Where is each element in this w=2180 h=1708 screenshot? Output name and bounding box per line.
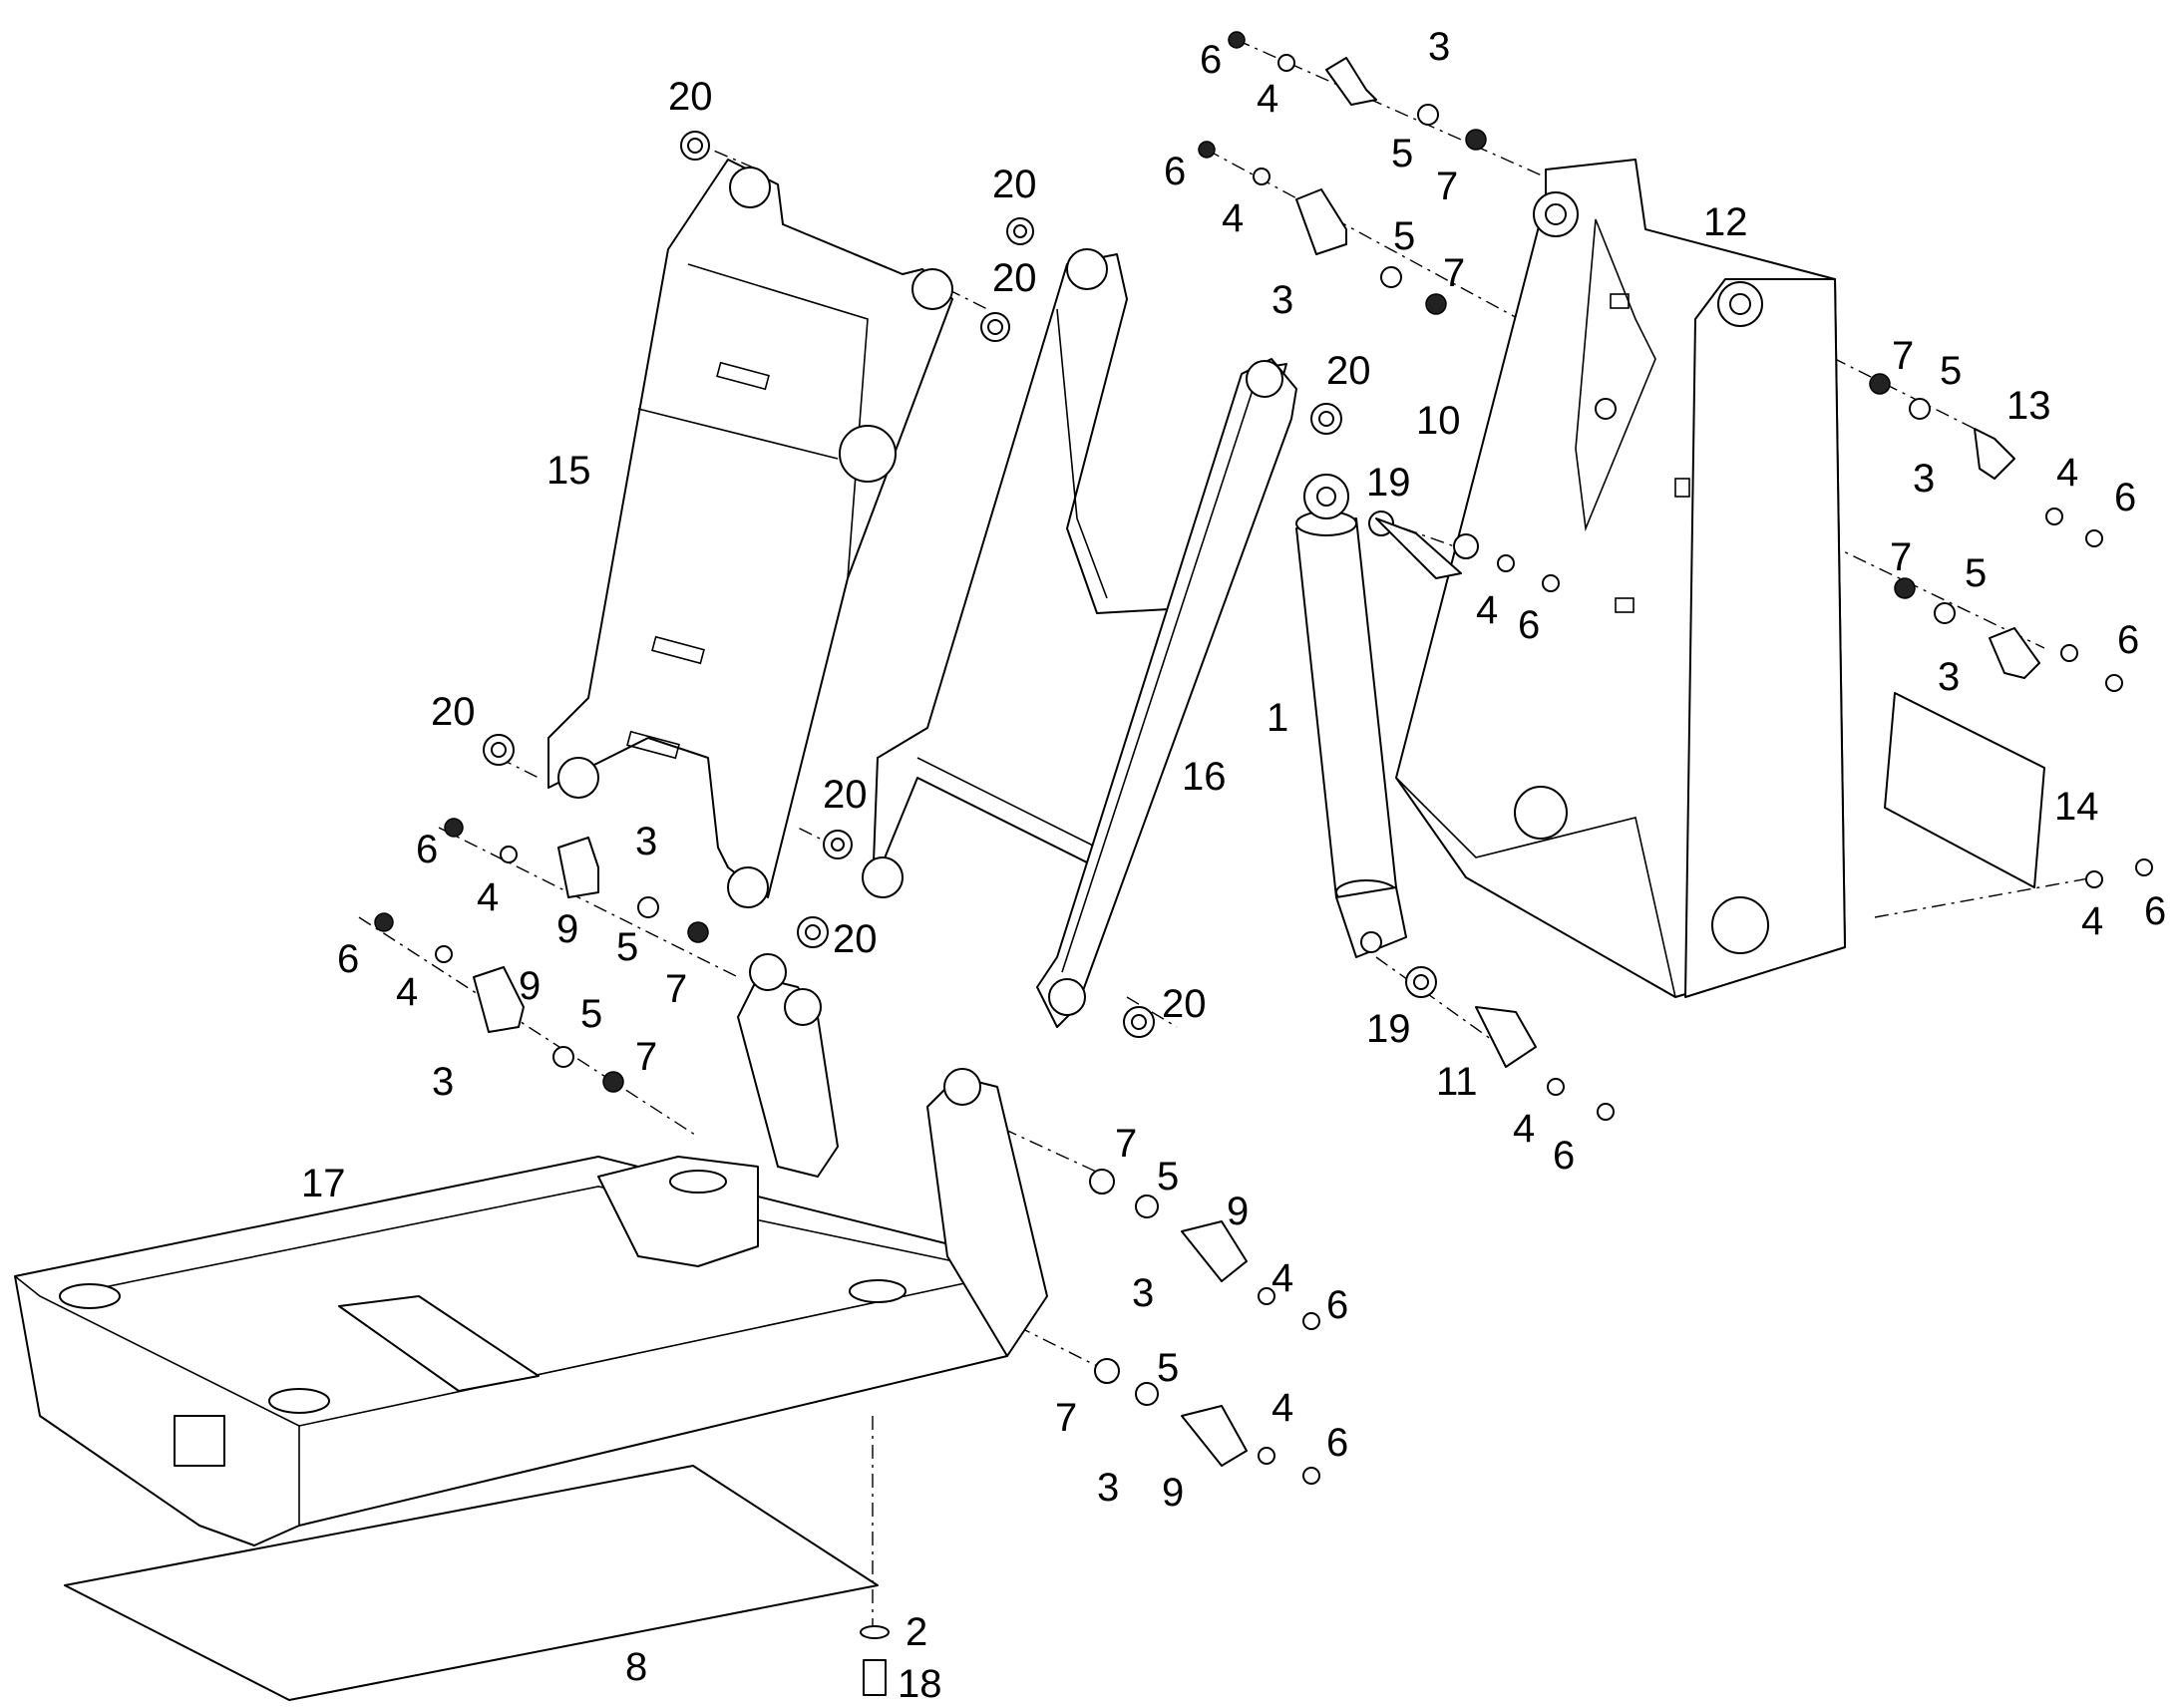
callout-5: 5 xyxy=(1157,1346,1179,1390)
callout-6: 6 xyxy=(1326,1283,1348,1327)
callout-7: 7 xyxy=(1892,334,1914,378)
callout-1: 1 xyxy=(1267,696,1288,740)
boom-plate-part xyxy=(547,159,953,908)
callout-5: 5 xyxy=(1393,214,1415,258)
callout-6: 6 xyxy=(1164,150,1186,193)
callout-20: 20 xyxy=(992,163,1037,206)
callout-3: 3 xyxy=(1097,1466,1119,1510)
callout-6: 6 xyxy=(1553,1134,1575,1178)
callout-18: 18 xyxy=(898,1662,942,1706)
callout-13: 13 xyxy=(2006,384,2051,428)
callout-19: 19 xyxy=(1366,461,1411,505)
callout-7: 7 xyxy=(1890,535,1912,579)
callout-14: 14 xyxy=(2054,785,2099,829)
callout-3: 3 xyxy=(1913,457,1935,501)
callout-19: 19 xyxy=(1366,1007,1411,1051)
callout-4: 4 xyxy=(1272,1256,1293,1300)
callout-6: 6 xyxy=(1518,603,1540,647)
callout-5: 5 xyxy=(616,925,638,969)
callout-4: 4 xyxy=(1476,588,1498,632)
callout-15: 15 xyxy=(546,449,591,493)
callout-3: 3 xyxy=(1938,655,1960,699)
callout-16: 16 xyxy=(1182,755,1227,799)
callout-9: 9 xyxy=(1227,1190,1249,1233)
middle-link-part xyxy=(862,248,1287,898)
base-frame-part xyxy=(14,953,1048,1546)
callout-4: 4 xyxy=(477,875,499,919)
callout-3: 3 xyxy=(1428,25,1450,69)
callout-10: 10 xyxy=(1416,399,1461,443)
callout-9: 9 xyxy=(556,907,578,951)
cover-plate-part xyxy=(1884,692,2045,888)
callout-7: 7 xyxy=(1115,1122,1137,1166)
callout-6: 6 xyxy=(416,828,438,871)
callout-4: 4 xyxy=(2056,451,2078,495)
rear-column-part xyxy=(1395,159,1846,998)
callout-12: 12 xyxy=(1703,200,1748,244)
callout-20: 20 xyxy=(992,256,1037,300)
callout-7: 7 xyxy=(665,967,687,1011)
callout-20: 20 xyxy=(823,773,868,817)
callout-7: 7 xyxy=(1055,1396,1077,1440)
callout-9: 9 xyxy=(519,964,541,1008)
callout-8: 8 xyxy=(625,1645,647,1689)
pin-assemblies xyxy=(374,31,2153,1696)
callout-11: 11 xyxy=(1436,1060,1478,1104)
callout-20: 20 xyxy=(431,690,476,734)
long-arm-part xyxy=(1036,358,1297,1028)
callout-3: 3 xyxy=(1272,278,1293,322)
callout-5: 5 xyxy=(1157,1155,1179,1198)
callout-3: 3 xyxy=(1132,1271,1154,1315)
callout-6: 6 xyxy=(1200,38,1222,82)
callout-5: 5 xyxy=(1940,349,1962,393)
callout-6: 6 xyxy=(2117,618,2139,662)
hydraulic-cylinder-part xyxy=(1295,474,1407,958)
callout-20: 20 xyxy=(1326,349,1371,393)
callout-20: 20 xyxy=(668,75,713,119)
callout-17: 17 xyxy=(301,1162,346,1205)
bottom-plate-part xyxy=(64,1465,879,1701)
callout-4: 4 xyxy=(1513,1107,1535,1151)
callout-4: 4 xyxy=(1222,196,1244,240)
callout-20: 20 xyxy=(833,917,878,961)
callout-3: 3 xyxy=(432,1060,454,1104)
callout-4: 4 xyxy=(396,970,418,1014)
callout-6: 6 xyxy=(1326,1421,1348,1465)
callout-7: 7 xyxy=(1436,165,1458,208)
callout-2: 2 xyxy=(906,1610,927,1654)
callout-3: 3 xyxy=(635,820,657,863)
callout-5: 5 xyxy=(1965,551,1987,595)
callout-5: 5 xyxy=(1391,132,1413,175)
bushing-parts xyxy=(483,131,1437,1038)
callout-6: 6 xyxy=(2114,476,2136,519)
callout-4: 4 xyxy=(2081,899,2103,943)
callout-20: 20 xyxy=(1162,982,1207,1026)
callout-7: 7 xyxy=(1443,251,1465,295)
callout-4: 4 xyxy=(1257,77,1278,121)
callout-5: 5 xyxy=(580,992,602,1036)
callout-6: 6 xyxy=(337,937,359,981)
callout-9: 9 xyxy=(1162,1471,1184,1515)
callout-labels: 6 4 3 5 7 6 4 3 5 7 12 7 5 13 3 4 6 7 5 … xyxy=(301,25,2166,1706)
callout-7: 7 xyxy=(635,1035,657,1079)
callout-6: 6 xyxy=(2144,889,2166,933)
callout-4: 4 xyxy=(1272,1386,1293,1430)
